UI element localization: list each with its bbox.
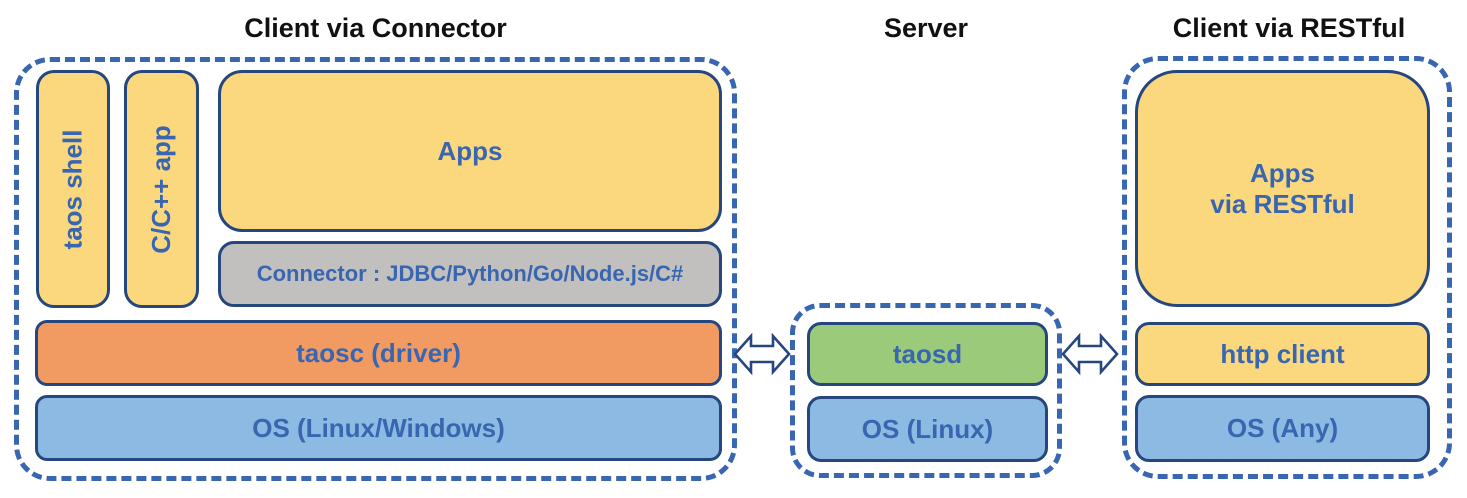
os-linux-windows-label: OS (Linux/Windows) xyxy=(252,412,505,443)
os-any-label: OS (Any) xyxy=(1226,413,1339,443)
os-linux-windows-box: OS (Linux/Windows) xyxy=(35,395,722,461)
client-connector-group-border xyxy=(14,57,737,481)
taosd-label: taosd xyxy=(892,338,963,369)
taosc-driver-label: taosc (driver) xyxy=(296,337,461,368)
taosc-driver-box: taosc (driver) xyxy=(35,320,722,386)
os-linux-box: OS (Linux) xyxy=(807,396,1048,462)
http-client-box: http client xyxy=(1135,322,1430,386)
client-restful-group-border xyxy=(1122,56,1452,479)
c-cpp-app-box: C/C++ app xyxy=(124,70,199,308)
title-client-via-restful: Client via RESTful xyxy=(1172,13,1406,43)
apps-via-restful-line2: via RESTful xyxy=(1210,188,1355,219)
apps-via-restful-box: Apps via RESTful xyxy=(1135,70,1430,307)
title-client-via-connector: Client via Connector xyxy=(244,13,507,43)
title-server: Server xyxy=(883,13,969,43)
apps-box: Apps xyxy=(218,70,722,232)
double-arrow-icon xyxy=(733,332,791,376)
apps-label: Apps xyxy=(437,135,503,166)
taos-shell-label: taos shell xyxy=(57,129,88,249)
taos-shell-box: taos shell xyxy=(36,70,110,308)
c-cpp-app-label: C/C++ app xyxy=(146,124,176,254)
server-group-border xyxy=(790,303,1062,478)
os-linux-label: OS (Linux) xyxy=(861,413,994,444)
double-arrow-icon xyxy=(1061,332,1119,376)
taosd-box: taosd xyxy=(807,322,1048,386)
http-client-label: http client xyxy=(1220,338,1345,369)
apps-via-restful-label: Apps via RESTful xyxy=(1210,158,1354,220)
connector-box: Connector : JDBC/Python/Go/Node.js/C# xyxy=(218,241,722,307)
apps-via-restful-line1: Apps xyxy=(1249,157,1315,188)
os-any-box: OS (Any) xyxy=(1135,395,1430,462)
connector-label: Connector : JDBC/Python/Go/Node.js/C# xyxy=(256,261,684,286)
